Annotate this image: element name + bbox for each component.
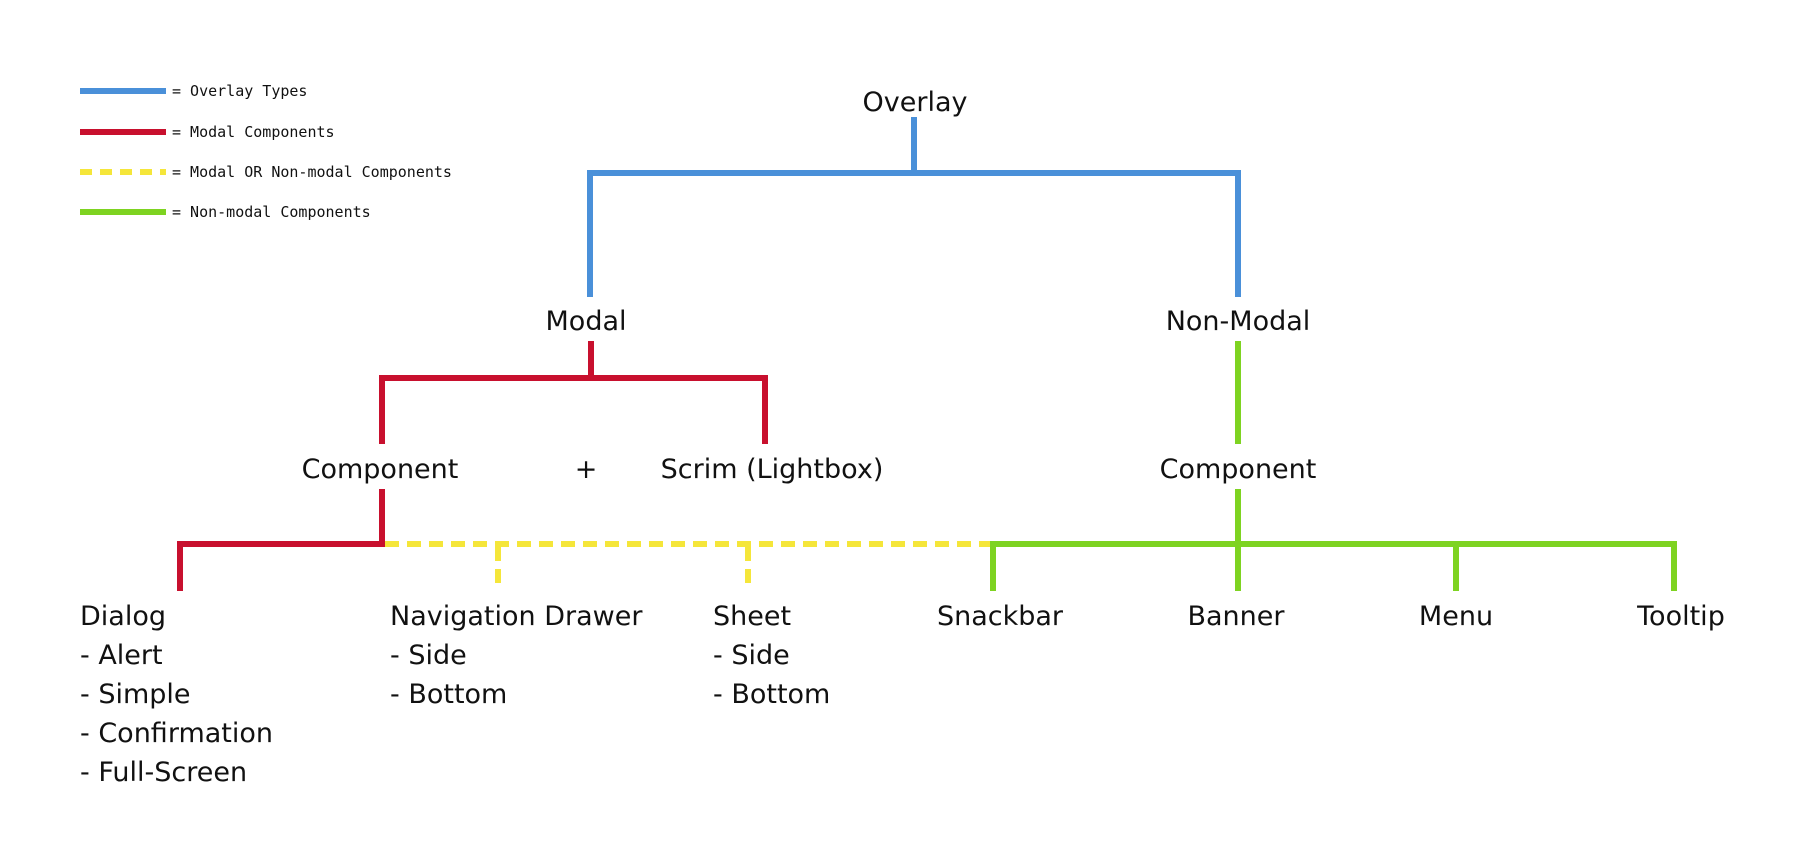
leaf-navigation-drawer: Navigation Drawer - Side - Bottom (390, 601, 643, 710)
node-modal: Modal (546, 306, 627, 337)
node-overlay: Overlay (863, 87, 968, 118)
leaf-title-dialog: Dialog (80, 601, 166, 632)
node-scrim: Scrim (Lightbox) (661, 454, 884, 485)
legend: = Overlay Types = Modal Components = Mod… (80, 82, 452, 221)
node-plus: + (575, 454, 598, 485)
node-modal-component: Component (302, 454, 459, 485)
leaf-title-snackbar: Snackbar (937, 601, 1064, 632)
leaf-item-dialog-confirmation: - Confirmation (80, 718, 273, 749)
leaf-title-navigation-drawer: Navigation Drawer (390, 601, 643, 632)
overlay-type-connectors (587, 117, 1241, 297)
legend-label-overlay-types: = Overlay Types (172, 82, 307, 100)
legend-label-non-modal: = Non-modal Components (172, 203, 371, 221)
leaf-item-dialog-alert: - Alert (80, 640, 163, 671)
leaf-title-banner: Banner (1187, 601, 1285, 632)
leaf-title-tooltip: Tooltip (1636, 601, 1725, 632)
leaf-item-sheet-side: - Side (713, 640, 790, 671)
leaf-item-nav-side: - Side (390, 640, 467, 671)
leaf-item-nav-bottom: - Bottom (390, 679, 507, 710)
legend-label-either: = Modal OR Non-modal Components (172, 163, 452, 181)
leaf-sheet: Sheet - Side - Bottom (713, 601, 830, 710)
leaf-item-dialog-simple: - Simple (80, 679, 191, 710)
leaf-item-dialog-full-screen: - Full-Screen (80, 757, 247, 788)
leaf-title-sheet: Sheet (713, 601, 791, 632)
modal-connectors (177, 341, 768, 591)
leaf-title-menu: Menu (1419, 601, 1493, 632)
leaf-item-sheet-bottom: - Bottom (713, 679, 830, 710)
legend-label-modal: = Modal Components (172, 123, 335, 141)
node-non-modal-component: Component (1160, 454, 1317, 485)
leaf-dialog: Dialog - Alert - Simple - Confirmation -… (80, 601, 273, 788)
node-non-modal: Non-Modal (1166, 306, 1311, 337)
either-connectors (385, 541, 993, 591)
non-modal-connectors (990, 341, 1677, 591)
